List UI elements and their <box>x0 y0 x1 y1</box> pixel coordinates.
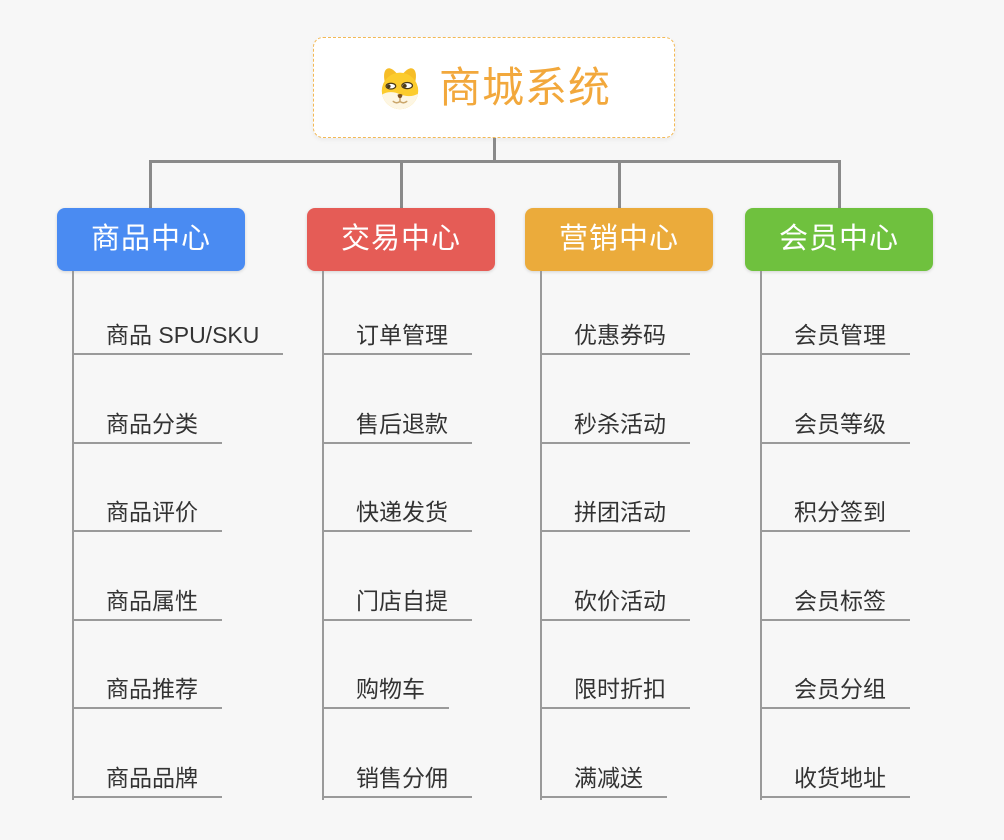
connector-drop-trade <box>400 161 403 208</box>
connector-drop-marketing <box>618 161 621 208</box>
leaf-node[interactable]: 快递发货 <box>322 444 472 533</box>
leaf-node[interactable]: 商品推荐 <box>72 621 222 710</box>
root-node[interactable]: 商城系统 <box>313 37 675 138</box>
leaf-node[interactable]: 满减送 <box>540 709 667 798</box>
leaf-node[interactable]: 商品属性 <box>72 532 222 621</box>
leaf-node[interactable]: 订单管理 <box>322 271 472 355</box>
connector-drop-products <box>149 161 152 208</box>
branch-spine <box>322 271 324 800</box>
branch-column-trade: 交易中心 订单管理 售后退款 快递发货 门店自提 购物车 销售分佣 <box>307 208 567 800</box>
leaf-node[interactable]: 会员标签 <box>760 532 910 621</box>
leaf-node[interactable]: 会员分组 <box>760 621 910 710</box>
branch-label: 商品中心 <box>90 223 211 255</box>
dog-icon <box>381 67 419 109</box>
leaf-node[interactable]: 会员等级 <box>760 355 910 444</box>
branch-label: 营销中心 <box>558 223 679 255</box>
leaf-node[interactable]: 砍价活动 <box>540 532 690 621</box>
branch-spine <box>760 271 762 800</box>
leaf-node[interactable]: 商品评价 <box>72 444 222 533</box>
leaf-node[interactable]: 购物车 <box>322 621 449 710</box>
branch-spine <box>540 271 542 800</box>
leaf-node[interactable]: 商品分类 <box>72 355 222 444</box>
branch-spine <box>72 271 74 800</box>
branch-column-products: 商品中心 商品 SPU/SKU 商品分类 商品评价 商品属性 商品推荐 商品品牌 <box>57 208 317 800</box>
branch-column-marketing: 营销中心 优惠券码 秒杀活动 拼团活动 砍价活动 限时折扣 满减送 <box>525 208 785 800</box>
branch-leaves: 商品 SPU/SKU 商品分类 商品评价 商品属性 商品推荐 商品品牌 <box>72 271 284 798</box>
branch-label: 会员中心 <box>778 223 899 255</box>
connector-bus <box>149 160 841 163</box>
leaf-node[interactable]: 商品品牌 <box>72 709 222 798</box>
root-title: 商城系统 <box>438 63 611 111</box>
leaf-node[interactable]: 售后退款 <box>322 355 472 444</box>
branch-leaves: 会员管理 会员等级 积分签到 会员标签 会员分组 收货地址 <box>760 271 910 798</box>
branch-header-marketing[interactable]: 营销中心 <box>525 208 713 271</box>
branch-leaves: 订单管理 售后退款 快递发货 门店自提 购物车 销售分佣 <box>322 271 472 798</box>
branch-leaves: 优惠券码 秒杀活动 拼团活动 砍价活动 限时折扣 满减送 <box>540 271 690 798</box>
branch-header-products[interactable]: 商品中心 <box>57 208 245 271</box>
leaf-node[interactable]: 收货地址 <box>760 709 910 798</box>
leaf-node[interactable]: 商品 SPU/SKU <box>72 271 284 355</box>
leaf-node[interactable]: 积分签到 <box>760 444 910 533</box>
leaf-node[interactable]: 销售分佣 <box>322 709 472 798</box>
leaf-node[interactable]: 限时折扣 <box>540 621 690 710</box>
branch-column-members: 会员中心 会员管理 会员等级 积分签到 会员标签 会员分组 收货地址 <box>745 208 1004 800</box>
leaf-node[interactable]: 优惠券码 <box>540 271 690 355</box>
connector-drop-members <box>838 161 841 208</box>
leaf-node[interactable]: 门店自提 <box>322 532 472 621</box>
leaf-node[interactable]: 秒杀活动 <box>540 355 690 444</box>
branch-header-members[interactable]: 会员中心 <box>745 208 933 271</box>
connector-root-stem <box>493 138 496 161</box>
leaf-node[interactable]: 会员管理 <box>760 271 910 355</box>
leaf-node[interactable]: 拼团活动 <box>540 444 690 533</box>
branch-header-trade[interactable]: 交易中心 <box>307 208 495 271</box>
branch-label: 交易中心 <box>340 223 461 255</box>
